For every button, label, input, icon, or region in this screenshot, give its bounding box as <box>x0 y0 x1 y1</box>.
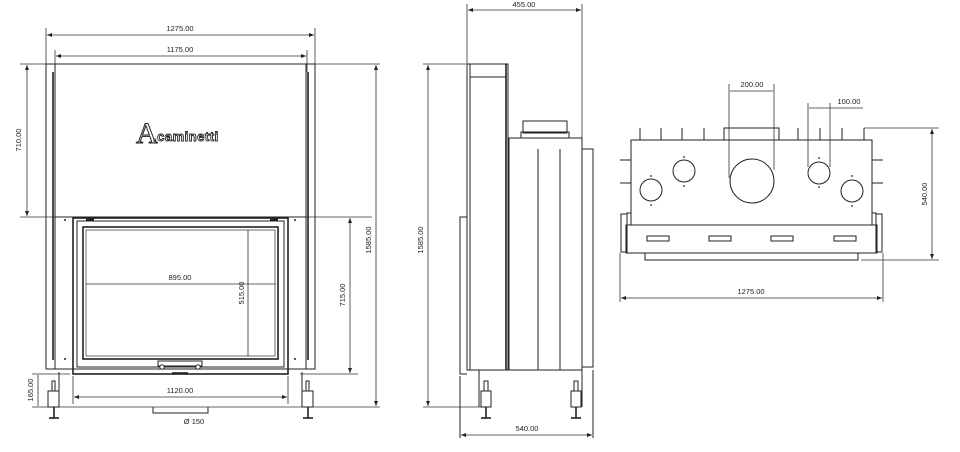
dim-base-depth: 540.00 <box>461 424 592 437</box>
dim-glass-height: 515.00 <box>237 230 249 356</box>
dim-label-upper-height: 710.00 <box>14 129 23 152</box>
flue-circle <box>729 158 775 204</box>
svg-text:1120.00: 1120.00 <box>167 386 194 395</box>
dim-top-depth: 455.00 <box>466 0 583 138</box>
brand-logo: A .caminetti <box>136 117 219 151</box>
svg-text:100.00: 100.00 <box>838 97 861 106</box>
dim-leg-height: 165.00 <box>26 375 39 406</box>
svg-text:165.00: 165.00 <box>26 379 35 402</box>
dim-top-depth-540: 540.00 <box>861 127 939 261</box>
svg-text:715.00: 715.00 <box>338 284 347 307</box>
side-leg-rear <box>570 380 582 419</box>
dim-top-overall-width: 1275.00 <box>619 253 884 302</box>
dim-upper-height: 710.00 <box>14 65 29 216</box>
dim-glass-width: 895.00 <box>86 273 276 285</box>
svg-text:200.00: 200.00 <box>741 80 764 89</box>
leg-right <box>301 380 314 419</box>
svg-text:540.00: 540.00 <box>516 424 539 433</box>
dim-flue-width: 200.00 <box>728 80 775 178</box>
dim-total-height: 1585.00 <box>364 65 378 406</box>
dim-label-inner-width: 1175.00 <box>167 45 194 54</box>
front-view: 1275.00 1175.00 710.00 A .caminetti <box>14 24 380 426</box>
dim-base-width: 1120.00 <box>72 376 289 404</box>
svg-text:A: A <box>136 117 158 150</box>
svg-text:1585.00: 1585.00 <box>416 226 425 253</box>
side-leg-front <box>480 380 492 419</box>
vent-slots <box>646 235 857 242</box>
svg-text:1275.00: 1275.00 <box>737 287 764 296</box>
dim-door-height: 715.00 <box>338 218 352 373</box>
dim-side-total-height: 1585.00 <box>416 63 490 408</box>
svg-text:1585.00: 1585.00 <box>364 226 373 253</box>
dim-air-outlet-width: 100.00 <box>807 97 863 167</box>
air-vent-circles <box>639 156 864 207</box>
top-view: 200.00 100.00 <box>619 80 939 302</box>
svg-text:.caminetti: .caminetti <box>153 129 219 144</box>
dim-label-overall-width: 1275.00 <box>166 24 193 33</box>
svg-text:455.00: 455.00 <box>513 0 536 9</box>
leg-left <box>47 380 60 419</box>
svg-text:Ø 150: Ø 150 <box>184 417 204 426</box>
svg-text:540.00: 540.00 <box>920 183 929 206</box>
dim-inner-width: 1175.00 <box>54 45 308 72</box>
side-view: 455.00 1585.00 <box>416 0 594 438</box>
svg-text:895.00: 895.00 <box>169 273 192 282</box>
svg-text:515.00: 515.00 <box>237 282 246 305</box>
flue-outlet: Ø 150 <box>152 407 209 426</box>
door-handle <box>157 360 203 370</box>
